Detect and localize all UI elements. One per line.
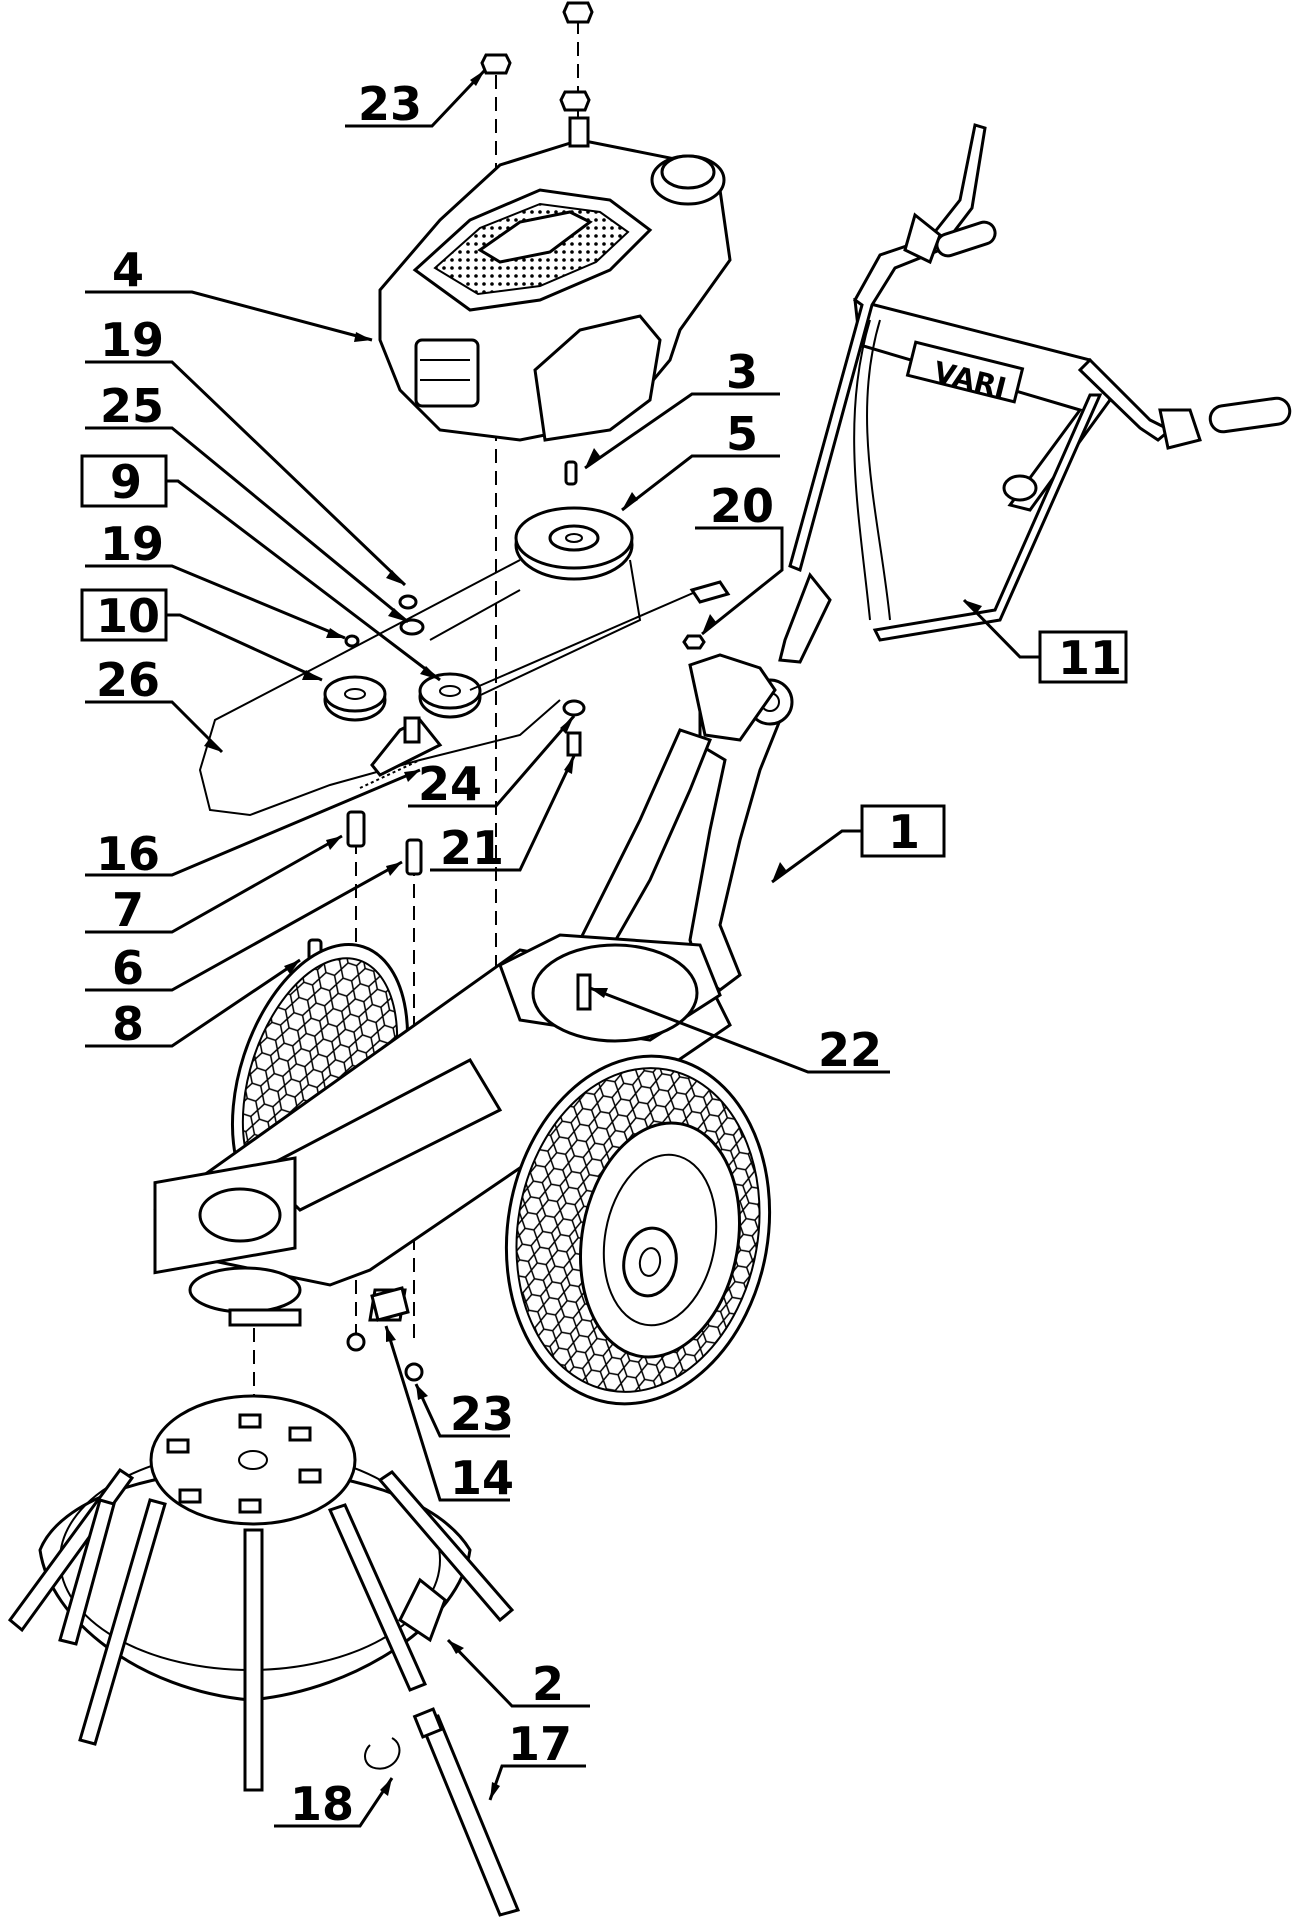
rake-tine-and-clip <box>364 1707 521 1917</box>
callouts: 23 4 19 25 9 19 <box>80 68 1128 1831</box>
callout-17-label: 17 <box>508 1717 572 1771</box>
pulley-and-belt-group <box>198 460 731 976</box>
engine <box>378 1 732 442</box>
callout-23-top: 23 <box>345 68 487 131</box>
callout-19-upper-label: 19 <box>100 313 164 367</box>
callout-17: 17 <box>488 1717 586 1801</box>
callout-20-label: 20 <box>710 479 774 533</box>
callout-10: 10 <box>80 588 323 682</box>
callout-11: 11 <box>962 598 1128 685</box>
callout-24: 24 <box>408 715 576 811</box>
callout-1-label: 1 <box>888 805 920 859</box>
callout-14-label: 14 <box>450 1451 514 1505</box>
callout-25: 25 <box>85 379 409 624</box>
callout-1: 1 <box>771 804 946 884</box>
callout-8: 8 <box>85 958 301 1051</box>
callout-18-label: 18 <box>290 1777 354 1831</box>
callout-21: 21 <box>430 755 576 875</box>
callout-4-label: 4 <box>112 243 144 297</box>
small-parts <box>370 1286 410 1322</box>
handlebar: VARI <box>778 123 1292 664</box>
callout-5-label: 5 <box>726 407 758 461</box>
callout-7-label: 7 <box>112 883 144 937</box>
callout-11-label: 11 <box>1058 631 1122 685</box>
callout-10-label: 10 <box>96 589 160 643</box>
callout-20: 20 <box>695 479 784 636</box>
callout-25-label: 25 <box>100 379 164 433</box>
callout-26-label: 26 <box>96 653 160 707</box>
callout-14: 14 <box>384 1325 514 1505</box>
callout-3-label: 3 <box>726 345 758 399</box>
callout-2: 2 <box>446 1638 590 1711</box>
callout-6-label: 6 <box>112 941 144 995</box>
callout-9-label: 9 <box>110 455 142 509</box>
callout-18: 18 <box>274 1777 394 1831</box>
callout-21-label: 21 <box>440 821 504 875</box>
callout-19-lower: 19 <box>85 517 346 640</box>
chassis-frame <box>153 653 794 1406</box>
callout-22: 22 <box>589 986 890 1077</box>
callout-5: 5 <box>621 407 780 512</box>
callout-24-label: 24 <box>418 757 482 811</box>
callout-3: 3 <box>584 345 780 470</box>
callout-9: 9 <box>80 454 441 682</box>
callout-8-label: 8 <box>112 997 144 1051</box>
callout-23-bottom: 23 <box>414 1383 514 1441</box>
callout-22-label: 22 <box>818 1023 882 1077</box>
callout-2-label: 2 <box>532 1657 564 1711</box>
callout-26: 26 <box>85 653 224 754</box>
callout-7: 7 <box>85 834 343 937</box>
callout-4: 4 <box>85 243 373 342</box>
rake-disc <box>7 1394 515 1792</box>
callout-23-bottom-label: 23 <box>450 1387 514 1441</box>
callout-19-upper: 19 <box>85 313 407 587</box>
callout-23-top-label: 23 <box>358 77 422 131</box>
callout-6: 6 <box>85 860 403 995</box>
callout-16: 16 <box>85 768 421 881</box>
callout-16-label: 16 <box>96 827 160 881</box>
callout-19-lower-label: 19 <box>100 517 164 571</box>
